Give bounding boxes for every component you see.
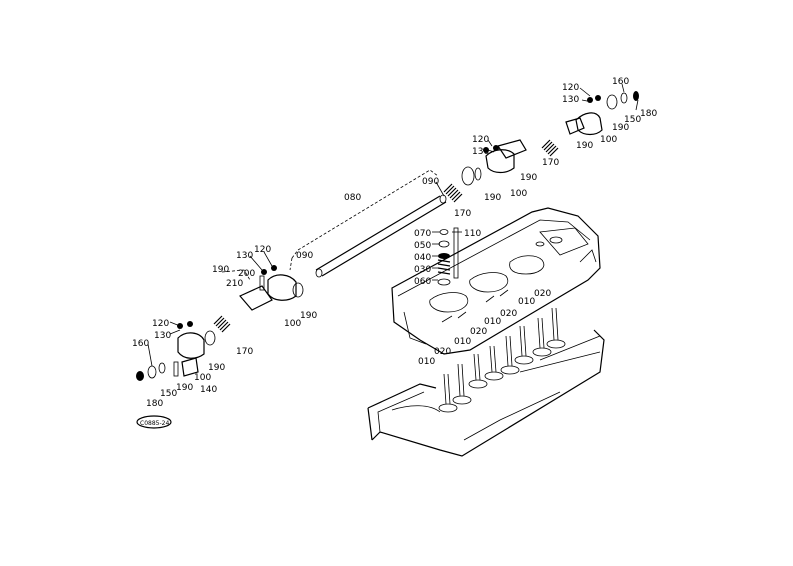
label-170: 170 <box>454 209 471 219</box>
rocker-assembly-center <box>213 265 304 333</box>
label-190: 190 <box>212 265 229 275</box>
label-110: 110 <box>464 229 481 239</box>
label-160: 160 <box>132 339 149 349</box>
label-190: 190 <box>612 123 629 133</box>
label-100: 100 <box>510 189 527 199</box>
label-130: 130 <box>154 331 171 341</box>
label-190: 190 <box>208 363 225 373</box>
label-210: 210 <box>226 279 243 289</box>
label-200: 200 <box>238 269 255 279</box>
label-120: 120 <box>254 245 271 255</box>
label-190: 190 <box>576 141 593 151</box>
part-labels: 080 090 090 070 050 040 030 060 110 120 … <box>132 77 657 409</box>
label-090: 090 <box>422 177 439 187</box>
label-170: 170 <box>236 347 253 357</box>
rocker-shaft <box>289 169 447 278</box>
label-190: 190 <box>300 311 317 321</box>
rocker-assembly-middle <box>443 139 527 203</box>
label-190: 190 <box>484 193 501 203</box>
label-060: 060 <box>414 277 431 287</box>
label-190: 190 <box>176 383 193 393</box>
label-180: 180 <box>640 109 657 119</box>
label-070: 070 <box>414 229 431 239</box>
label-130: 130 <box>236 251 253 261</box>
label-130: 130 <box>562 95 579 105</box>
label-020: 020 <box>434 347 451 357</box>
label-100: 100 <box>194 373 211 383</box>
valve-spring-set <box>437 227 459 286</box>
rocker-assembly-right <box>541 91 639 157</box>
label-010: 010 <box>518 297 535 307</box>
leader-lines <box>147 83 639 367</box>
label-040: 040 <box>414 253 431 263</box>
label-190: 190 <box>520 173 537 183</box>
label-010: 010 <box>484 317 501 327</box>
label-160: 160 <box>612 77 629 87</box>
label-020: 020 <box>500 309 517 319</box>
label-150: 150 <box>624 115 641 125</box>
label-150: 150 <box>160 389 177 399</box>
label-090: 090 <box>296 251 313 261</box>
rocker-assembly-left <box>136 321 216 381</box>
label-120: 120 <box>562 83 579 93</box>
label-080: 080 <box>344 193 361 203</box>
label-130: 130 <box>472 147 489 157</box>
label-120: 120 <box>472 135 489 145</box>
label-140: 140 <box>200 385 217 395</box>
drawing-id-stamp: C0885-24 <box>136 415 172 429</box>
label-030: 030 <box>414 265 431 275</box>
label-100: 100 <box>284 319 301 329</box>
valves <box>438 307 566 413</box>
label-180: 180 <box>146 399 163 409</box>
label-100: 100 <box>600 135 617 145</box>
drawing-id-text: C0885-24 <box>140 420 169 427</box>
label-010: 010 <box>418 357 435 367</box>
label-120: 120 <box>152 319 169 329</box>
label-010: 010 <box>454 337 471 347</box>
label-050: 050 <box>414 241 431 251</box>
label-020: 020 <box>470 327 487 337</box>
label-020: 020 <box>534 289 551 299</box>
label-170: 170 <box>542 158 559 168</box>
cylinder-head <box>367 207 605 457</box>
